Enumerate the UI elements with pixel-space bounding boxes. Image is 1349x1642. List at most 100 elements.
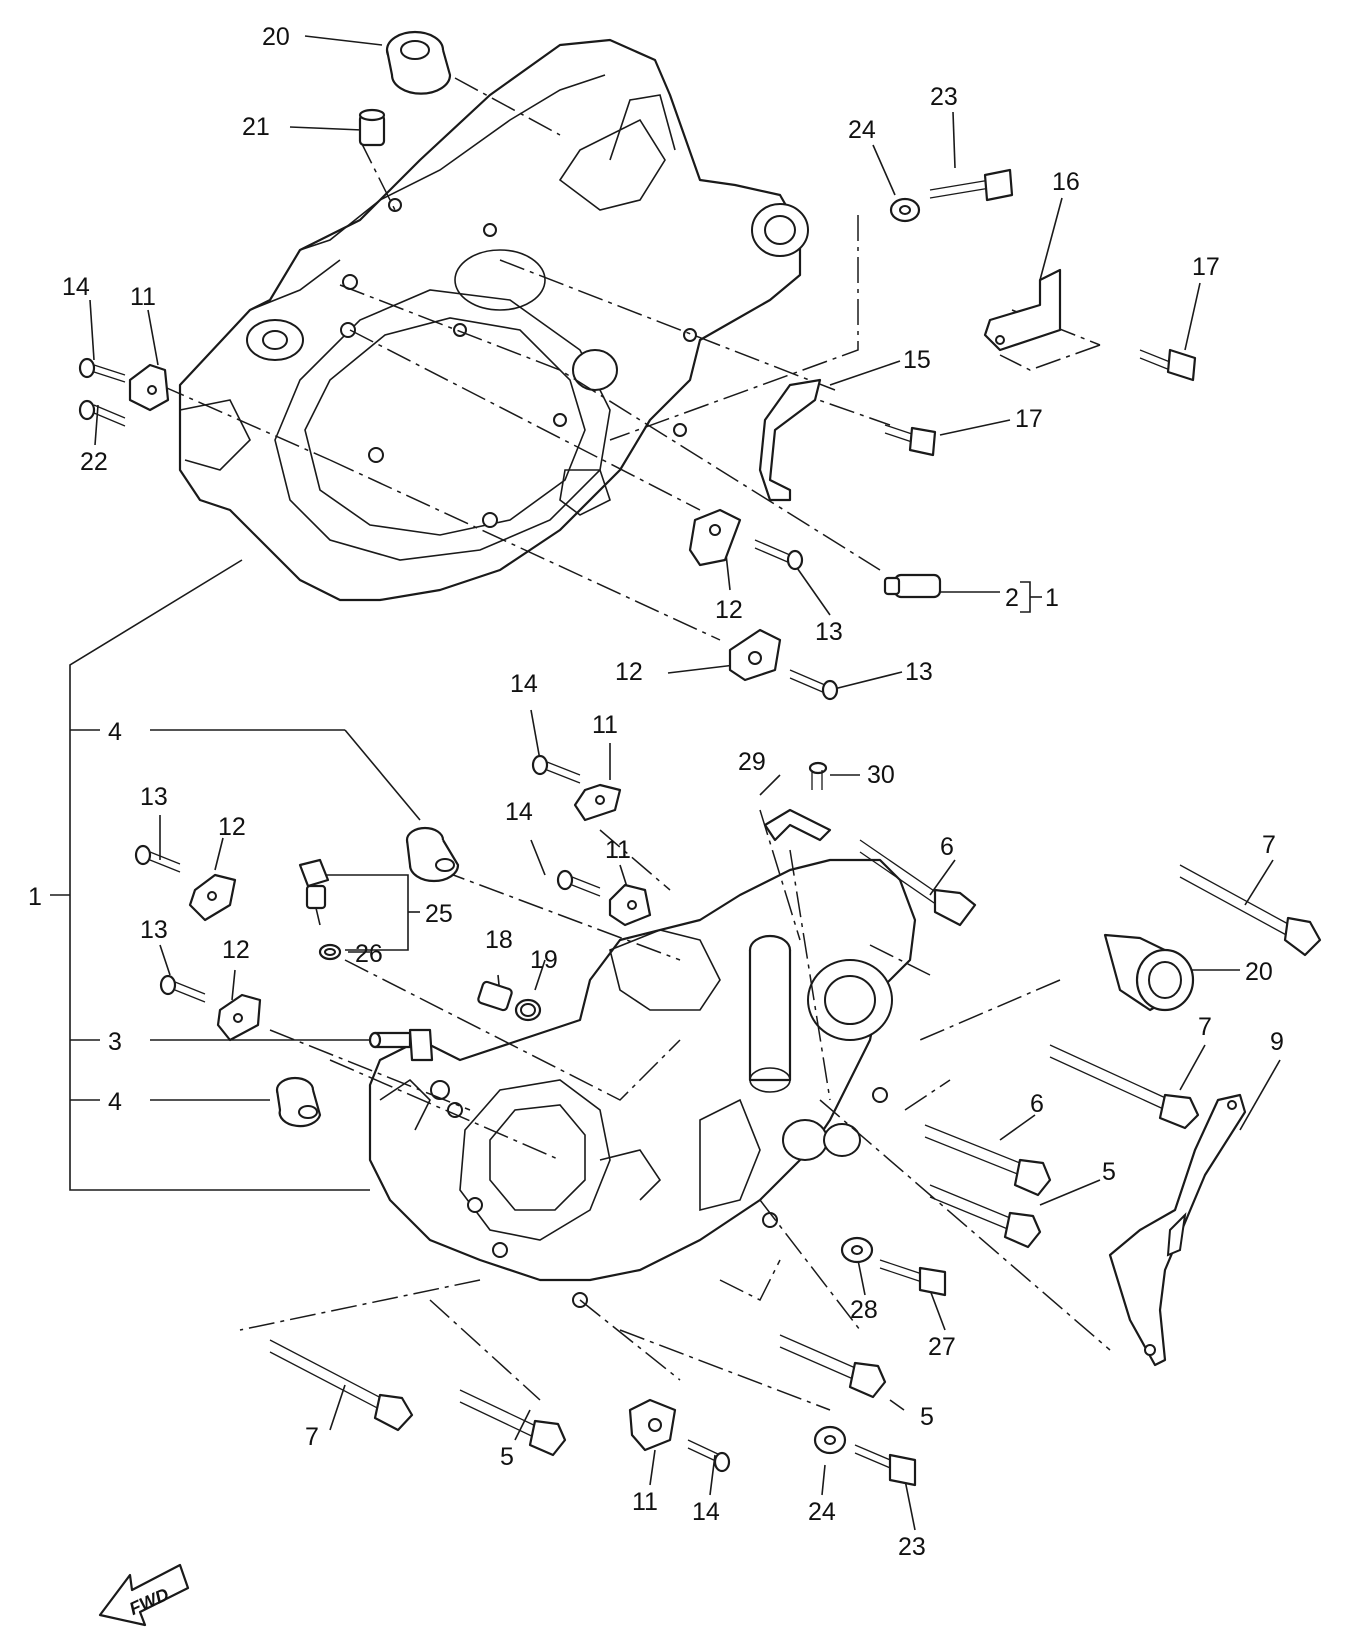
- callout-28: 28: [850, 1296, 878, 1324]
- part-20-lower: [1103, 933, 1195, 1012]
- callout-23-lower: 23: [898, 1533, 926, 1561]
- callout-30: 30: [867, 761, 895, 789]
- part-26: [318, 943, 342, 961]
- callout-13-upper-a: 13: [815, 618, 843, 646]
- part-14-a: [78, 357, 126, 383]
- part-11-b: [573, 783, 622, 822]
- part-13-b: [789, 669, 839, 701]
- callout-7-lower-left: 7: [305, 1423, 319, 1451]
- part-27: [879, 1259, 947, 1297]
- callout-23-upper: 23: [930, 83, 958, 111]
- part-24-lower: [813, 1425, 847, 1455]
- part-22: [78, 399, 126, 427]
- callout-14-top-left: 14: [62, 273, 90, 301]
- part-13-c: [134, 844, 181, 873]
- part-9: [1108, 1093, 1247, 1367]
- callout-15: 15: [903, 346, 931, 374]
- callout-7-upper: 7: [1262, 831, 1276, 859]
- callout-29: 29: [738, 748, 766, 776]
- part-15: [758, 378, 822, 502]
- callout-27: 27: [928, 1333, 956, 1361]
- fwd-arrow-icon: FWD: [98, 1563, 190, 1627]
- callout-leaders: [50, 35, 1281, 1531]
- part-12-c: [188, 873, 237, 922]
- callout-18: 18: [485, 926, 513, 954]
- part-25: [298, 858, 330, 926]
- part-19: [514, 998, 542, 1022]
- part-11-a: [128, 363, 170, 412]
- callout-1-left: 1: [28, 883, 42, 911]
- callout-13-left-a: 13: [140, 783, 168, 811]
- callout-11-middle-a: 11: [592, 711, 618, 739]
- part-11-d: [628, 1398, 677, 1452]
- part-23-lower: [854, 1444, 917, 1487]
- part-7-c: [269, 1339, 414, 1432]
- callout-20-lower: 20: [1245, 958, 1273, 986]
- part-21: [358, 108, 386, 147]
- part-24-upper: [889, 197, 921, 223]
- part-4-b: [275, 1076, 322, 1128]
- callout-6-lower: 6: [1030, 1090, 1044, 1118]
- part-6-b: [924, 1124, 1052, 1197]
- part-12-b: [728, 628, 782, 682]
- callout-24-upper: 24: [848, 116, 876, 144]
- assembly-lines: [159, 77, 1111, 1411]
- callout-7-mid-right: 7: [1198, 1013, 1212, 1041]
- part-4-a: [405, 826, 460, 883]
- callout-17-right: 17: [1192, 253, 1220, 281]
- part-17-b: [884, 424, 937, 457]
- callout-20-upper: 20: [262, 23, 290, 51]
- part-23-upper: [929, 168, 1014, 202]
- callout-9: 9: [1270, 1028, 1284, 1056]
- callout-22: 22: [80, 448, 108, 476]
- callout-14-lower: 14: [692, 1498, 720, 1526]
- part-28: [840, 1236, 874, 1264]
- part-30: [808, 761, 828, 790]
- callout-5-lower-right: 5: [920, 1403, 934, 1431]
- callout-16: 16: [1052, 168, 1080, 196]
- part-5-b: [779, 1334, 887, 1399]
- callout-13-left-b: 13: [140, 916, 168, 944]
- callout-12-left-a: 12: [218, 813, 246, 841]
- callout-14-middle-a: 14: [510, 670, 538, 698]
- part-14-d: [687, 1439, 731, 1473]
- part-29: [763, 808, 832, 842]
- callout-24-lower: 24: [808, 1498, 836, 1526]
- part-11-c: [608, 883, 652, 927]
- callout-11-lower: 11: [632, 1488, 658, 1516]
- callout-14-middle-b: 14: [505, 798, 533, 826]
- part-17-a: [1139, 348, 1197, 382]
- part-14-b: [531, 754, 581, 784]
- part-13-d: [159, 974, 206, 1003]
- part-7-a: [1179, 864, 1322, 957]
- callout-12-upper-b: 12: [615, 658, 643, 686]
- callout-numbers: 20 21 23 24 16 17 15 17 14 11 22 2 1 12 …: [28, 23, 1284, 1561]
- hardware-parts: [78, 30, 1322, 1487]
- part-12-a: [688, 508, 742, 567]
- callout-19: 19: [530, 946, 558, 974]
- callout-12-upper-a: 12: [715, 596, 743, 624]
- part-6-a: [859, 839, 977, 927]
- crankcase-right-half: [368, 858, 917, 1308]
- part-5-a: [929, 1184, 1042, 1249]
- callout-2: 2: [1005, 584, 1019, 612]
- callout-6-upper: 6: [940, 833, 954, 861]
- part-16: [983, 268, 1062, 352]
- part-3: [368, 1028, 434, 1062]
- callout-11-middle-b: 11: [605, 836, 631, 864]
- callout-5-right: 5: [1102, 1158, 1116, 1186]
- callout-25: 25: [425, 900, 453, 928]
- callout-21: 21: [242, 113, 270, 141]
- callout-17-middle: 17: [1015, 405, 1043, 433]
- part-12-d: [216, 993, 262, 1042]
- callout-3: 3: [108, 1028, 122, 1056]
- callout-11-top-left: 11: [130, 283, 156, 311]
- part-14-c: [556, 869, 601, 897]
- part-7-b: [1049, 1044, 1200, 1130]
- part-2: [883, 573, 942, 599]
- crankcase-left-half: [178, 38, 809, 602]
- part-18: [477, 980, 513, 1012]
- callout-13-upper-b: 13: [905, 658, 933, 686]
- part-5-c: [459, 1389, 567, 1457]
